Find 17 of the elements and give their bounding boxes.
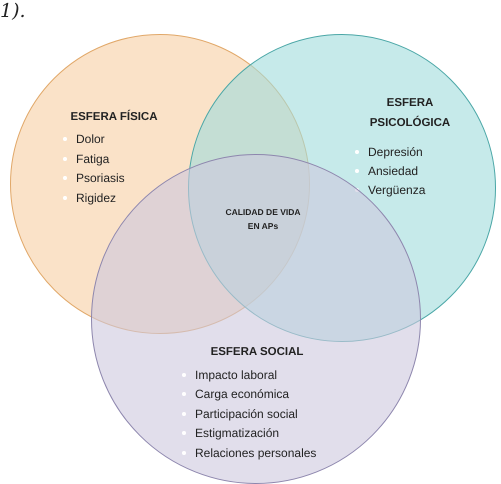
center-label: CALIDAD DE VIDA EN APs xyxy=(224,206,302,233)
bullet-item: Vergüenza xyxy=(355,182,426,198)
bullet-item: Estigmatización xyxy=(182,425,280,442)
sphere-heading: ESFERA PSICOLÓGICA xyxy=(368,96,452,131)
bullet-item: Rigidez xyxy=(63,190,116,206)
sphere-heading: ESFERA FÍSICA xyxy=(69,108,159,125)
bullet-item: Depresión xyxy=(355,144,423,160)
bullet-item: Relaciones personales xyxy=(182,444,316,461)
bullet-item: Dolor xyxy=(63,131,105,147)
sphere-heading: ESFERA SOCIAL xyxy=(210,345,304,360)
bullet-item: Psoriasis xyxy=(63,170,125,186)
bullet-item: Participación social xyxy=(182,406,298,422)
bullet-item: Fatiga xyxy=(63,150,110,166)
bullet-item: Ansiedad xyxy=(355,163,418,179)
bullet-item: Carga económica xyxy=(182,386,290,402)
bullet-item: Impacto laboral xyxy=(182,367,278,383)
caption-fragment: 1). xyxy=(0,0,26,22)
